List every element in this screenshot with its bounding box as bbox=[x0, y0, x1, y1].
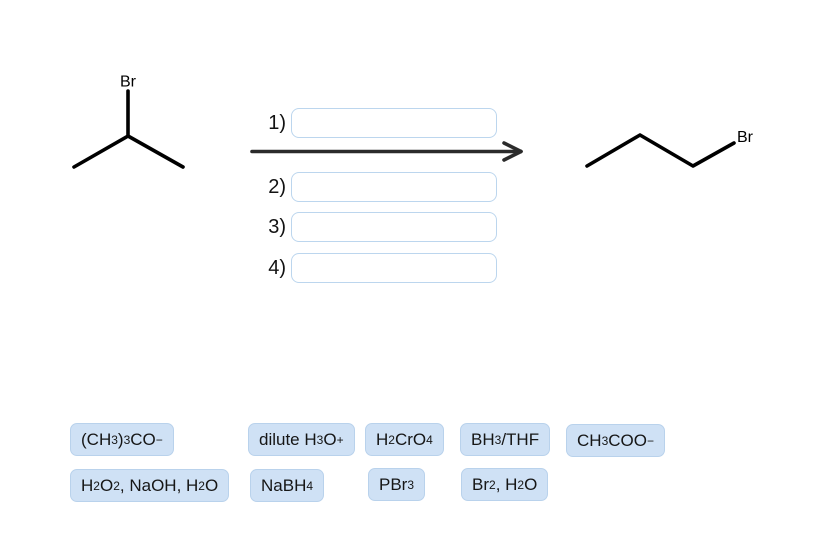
reaction-arrow bbox=[250, 141, 523, 162]
step-4-input[interactable] bbox=[291, 253, 497, 283]
arrow-head bbox=[502, 141, 523, 154]
step-row-1: 1) bbox=[256, 108, 497, 138]
bond bbox=[126, 134, 185, 169]
step-row-2: 2) bbox=[256, 172, 497, 202]
product-structure: Br bbox=[585, 129, 754, 168]
product-br-atom-label: Br bbox=[737, 129, 754, 146]
step-row-4: 4) bbox=[256, 253, 497, 283]
reactant-structure: Br bbox=[72, 74, 185, 169]
arrow-head bbox=[502, 149, 523, 162]
step-1-label: 1) bbox=[268, 112, 286, 134]
step-3-input[interactable] bbox=[291, 212, 497, 242]
bond bbox=[585, 133, 736, 168]
step-row-3: 3) bbox=[256, 212, 497, 242]
step-4-label: 4) bbox=[268, 257, 286, 279]
step-2-input[interactable] bbox=[291, 172, 497, 202]
bond bbox=[72, 134, 130, 169]
step-2-label: 2) bbox=[268, 176, 286, 198]
step-3-label: 3) bbox=[268, 216, 286, 238]
reactant-br-atom-label: Br bbox=[120, 74, 137, 91]
step-1-input[interactable] bbox=[291, 108, 497, 138]
